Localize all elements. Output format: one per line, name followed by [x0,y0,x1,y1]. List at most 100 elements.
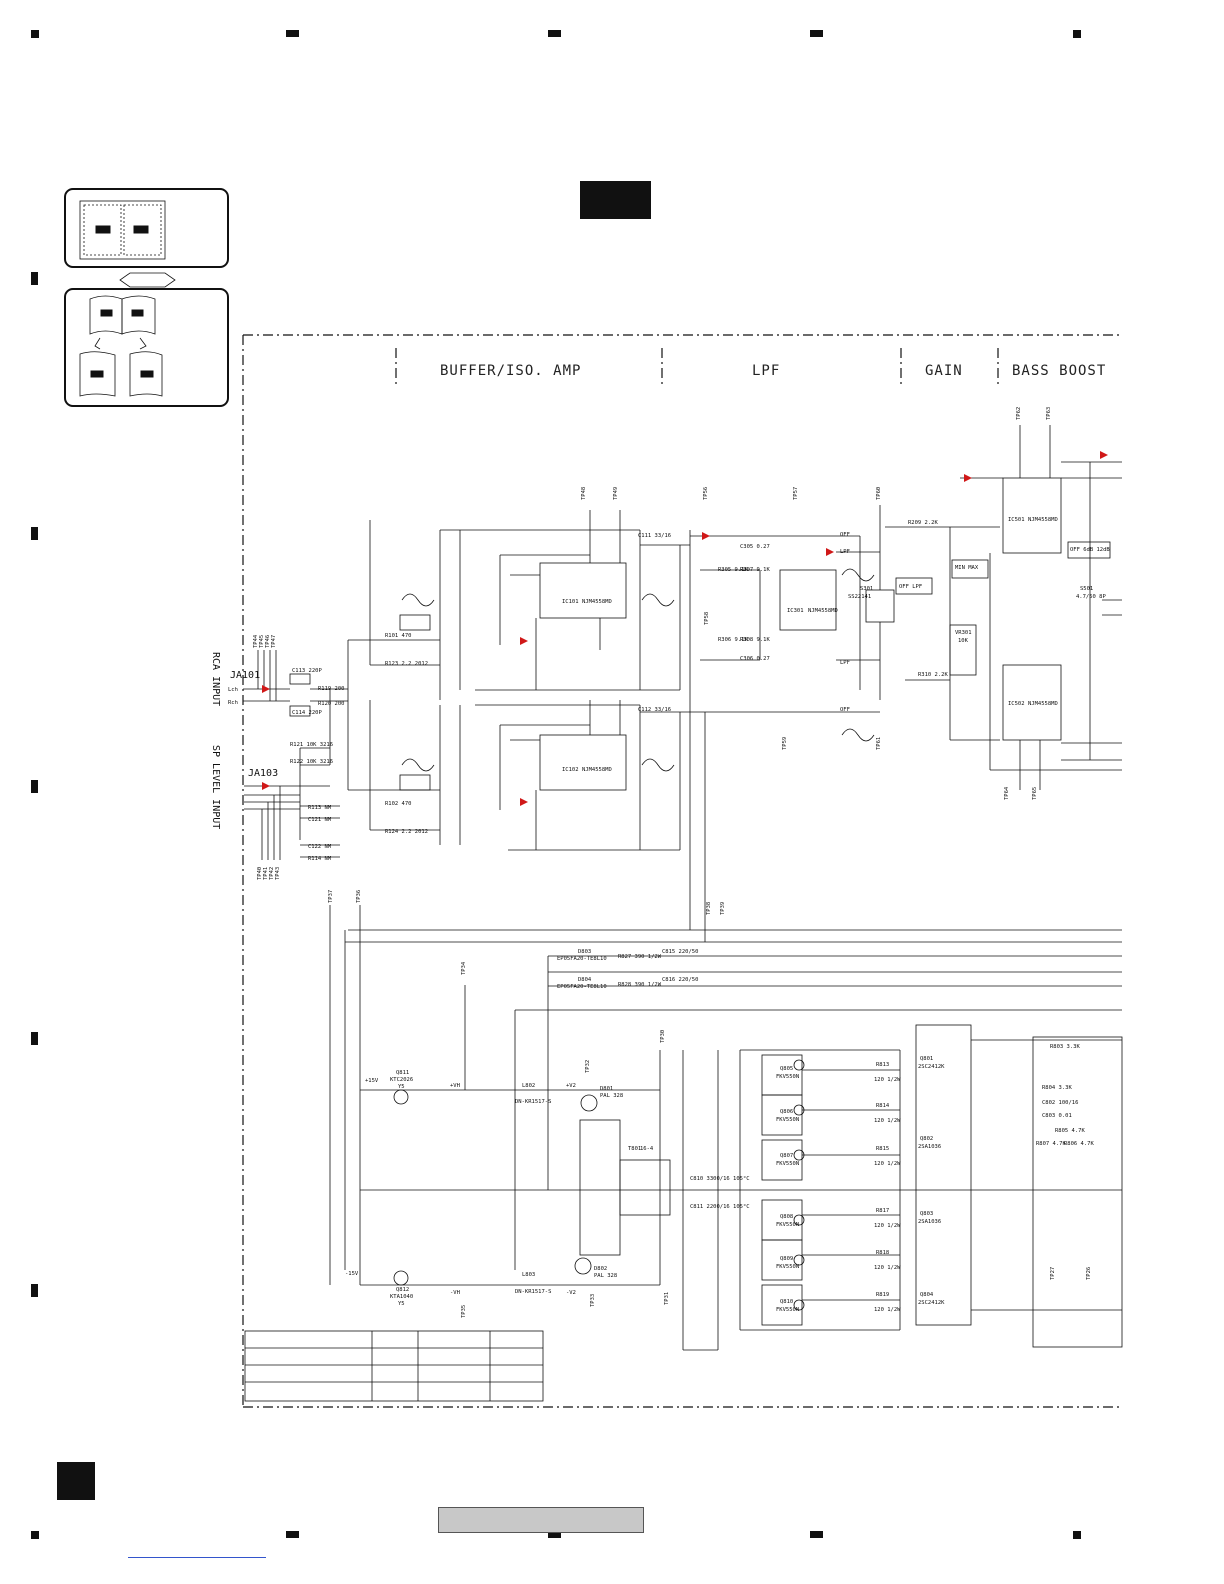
registration-mark-bottom-right [1073,1531,1081,1539]
d801-part: PAL 328 [600,1093,623,1099]
l802-part: DN-KR1517-S [515,1099,551,1105]
r310-label: R310 2.2K [918,672,948,678]
r817-ref: R817 [876,1208,889,1214]
d801-ref: D801 [600,1086,613,1092]
c112-label: C112 33/16 [638,707,671,713]
lpf-stage [690,505,933,742]
r814-ref: R814 [876,1103,890,1109]
registration-mark-top-2 [548,30,561,37]
l803-ref: L803 [522,1272,535,1278]
registration-mark-left-1 [31,272,38,285]
rail-plus-15v: +15V [365,1078,379,1084]
buffer-channel-lower [348,700,690,851]
r818-ref: R818 [876,1250,889,1256]
tp45-label: TP45 [259,635,265,648]
r122-label: R122 10K 3216 [290,759,333,765]
tp38-label: TP38 [706,902,712,915]
net-off-lower: OFF [840,707,850,713]
ic502-part: NJM4558MD [1028,701,1058,707]
sp-level-input-label: SP LEVEL INPUT [210,745,221,829]
r804-label: R804 3.3K [1042,1085,1072,1091]
section-titles: BUFFER/ISO. AMP LPF GAIN BASS BOOST [440,363,1106,379]
q804-ref: Q804 [920,1292,934,1298]
c811-label: C811 2200/16 105°C [690,1204,750,1210]
tp37-label: TP37 [328,890,334,903]
q811-part: KTC2026 [390,1077,413,1083]
c802-label: C802 100/16 [1042,1100,1078,1106]
c305-label: C305 0.27 [740,544,770,550]
vr301-value: 10K [958,638,969,644]
r305-label: R305 9.1K [718,567,748,573]
q807-part: FKV550N [776,1161,799,1167]
q803-ref: Q803 [920,1211,933,1217]
buffer-channel-upper [348,510,690,700]
redacted-page-number-block [57,1462,95,1500]
ja103-label: JA103 [248,768,278,779]
c815-label: C815 220/50 [662,949,698,955]
r121-label: R121 10K 3216 [290,742,333,748]
registration-mark-left-3 [31,780,38,793]
r306-label: R306 9.1K [718,637,748,643]
section-title-bass-boost: BASS BOOST [1012,363,1106,379]
registration-mark-left-5 [31,1284,38,1297]
s301-label: OFF LPF [899,584,922,590]
c816-label: C816 220/50 [662,977,698,983]
ic102-part: NJM4558MD [582,767,612,773]
tp40-label: TP40 [257,867,263,880]
rch-label: Rch [228,700,238,706]
tp64-label: TP64 [1004,786,1010,800]
tp63-label: TP63 [1046,407,1052,420]
r124-label: R124 2.2 2012 [385,829,428,835]
r807-label: R807 4.7K [1036,1141,1066,1147]
q801-ref: Q801 [920,1056,933,1062]
registration-mark-left-2 [31,527,38,540]
s501-ref: S501 [1080,586,1093,592]
r113-label: R113 NM [308,805,332,811]
notes-table [244,1330,544,1402]
r814-value: 120 1/2W [874,1118,901,1124]
ic101-ref: IC101 [562,599,579,605]
q808-ref: Q808 [780,1214,793,1220]
c306-label: C306 0.27 [740,656,770,662]
layout-key-diagram [64,188,229,407]
r123-label: R123 2.2 2012 [385,661,428,667]
r102-label: R102 470 [385,801,412,807]
r805-label: R805 4.7K [1055,1128,1085,1134]
tp34-label: TP34 [461,961,467,975]
registration-mark-top-left [31,30,39,38]
r308-label: R308 9.1K [740,637,770,643]
r815-value: 120 1/2W [874,1161,901,1167]
tp65-label: TP65 [1032,787,1038,800]
r806-label: R806 4.7K [1064,1141,1094,1147]
q807-ref: Q807 [780,1153,793,1159]
net-off-upper: OFF [840,532,850,538]
ic101-part: NJM4558MD [582,599,612,605]
ja101-label: JA101 [230,670,260,681]
ic502-ref: IC502 [1008,701,1025,707]
registration-mark-bottom-2 [548,1531,561,1538]
c810-label: C810 3300/16 105°C [690,1176,750,1182]
gain-switch-label: MIN MAX [955,565,979,571]
q805-ref: Q805 [780,1066,793,1072]
section-title-buffer: BUFFER/ISO. AMP [440,363,581,379]
tp42-label: TP42 [269,867,275,880]
rail-minus-15v: -15V [345,1271,359,1277]
vr301-ref: VR301 [955,630,972,636]
r819-value: 120 1/2W [874,1307,901,1313]
gain-bass-stage [885,425,1122,790]
tp43-label: TP43 [275,867,281,880]
q802-ref: Q802 [920,1136,933,1142]
c114-label: C114 220P [292,710,322,716]
test-point-labels: TP48 TP49 TP56 TP57 TP60 TP62 TP63 TP37 … [253,407,1092,1318]
q806-part: FKV550N [776,1117,799,1123]
section-title-lpf: LPF [752,363,780,379]
r803-label: R803 3.3K [1050,1044,1080,1050]
rail-plus-v2: +V2 [566,1083,576,1089]
q810-part: FKV550N [776,1307,799,1313]
q801-part: 2SC2412K [918,1064,945,1070]
t801-ref: T801 [628,1146,641,1152]
tp39-label: TP39 [720,902,726,915]
d804-part: EP05FA20-TE8L10 [557,984,607,990]
q809-part: FKV550N [776,1264,799,1270]
